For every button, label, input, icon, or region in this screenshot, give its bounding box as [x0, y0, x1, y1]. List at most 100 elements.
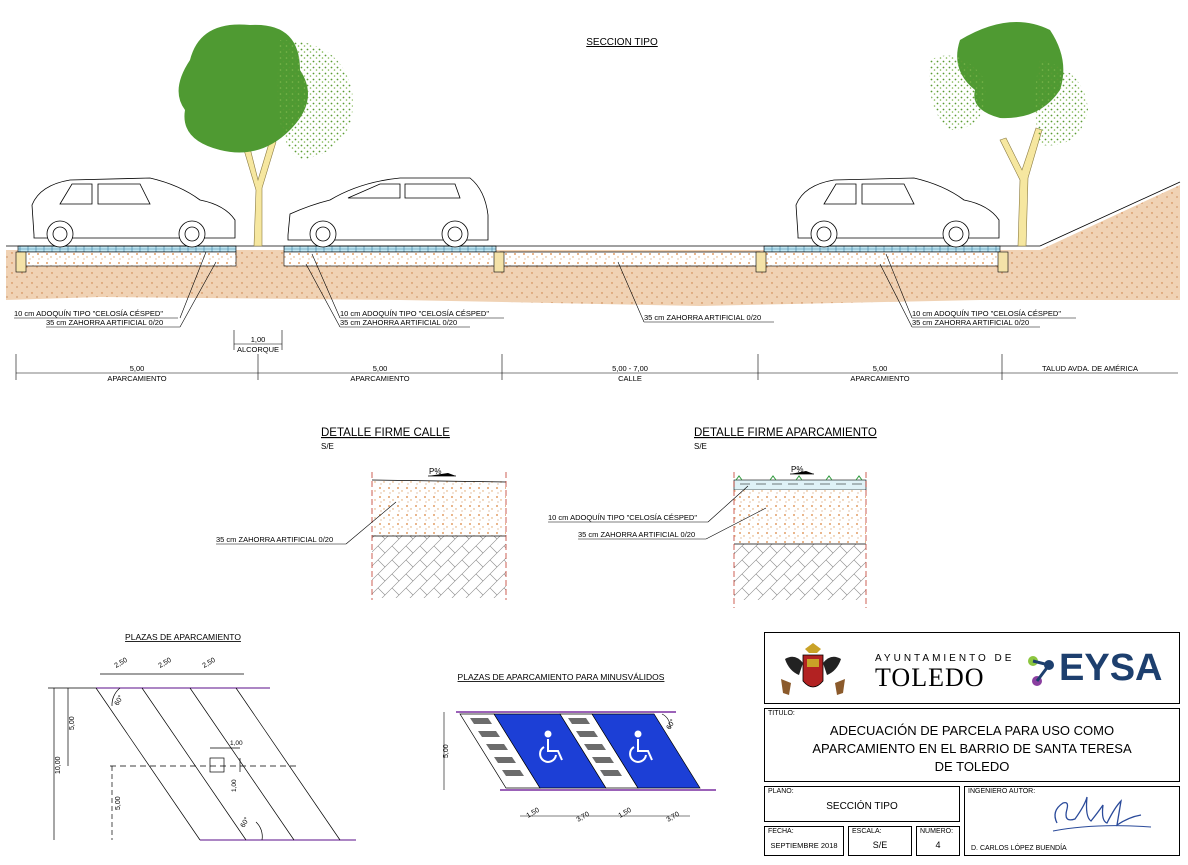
minusvalidos-height: 5,00 — [443, 744, 450, 758]
parking-pavement-right — [763, 245, 1001, 253]
title-block-ingeniero: INGENIERO AUTOR: D. CARLOS LÓPEZ BUENDÍA — [964, 786, 1180, 856]
fecha-value: SEPTIEMBRE 2018 — [770, 841, 838, 850]
callout-left-adoquin: 10 cm ADOQUÍN TIPO "CELOSÍA CÉSPED" — [14, 309, 163, 318]
ingeniero-name: D. CARLOS LÓPEZ BUENDÍA — [971, 845, 1067, 852]
dim-value: 5,00 — [130, 364, 145, 373]
plazas-total: 10,00 — [55, 756, 62, 774]
dim-label: APARCAMIENTO — [850, 374, 909, 383]
plazas-angle-top: 60° — [113, 694, 125, 707]
escala-label: ESCALA: — [852, 828, 882, 835]
ground-slope — [1039, 181, 1181, 247]
titulo-label: TITULO: — [768, 710, 795, 717]
section-dimension-line — [15, 354, 1178, 380]
plazas-drawing — [48, 673, 356, 841]
title-block-escala: ESCALA: S/E — [848, 826, 912, 856]
detail-aparcamiento-title: DETALLE FIRME APARCAMIENTO — [694, 427, 877, 439]
minusvalidos-dim: 3,70 — [576, 811, 591, 824]
section-title: SECCION TIPO — [586, 37, 658, 48]
detail-aparcamiento-zahorra: 35 cm ZAHORRA ARTIFICIAL 0/20 — [578, 530, 695, 539]
plazas-angle-bottom: 60° — [239, 816, 251, 829]
parking-pavement-left — [17, 245, 237, 253]
callout-mid-zahorra: 35 cm ZAHORRA ARTIFICIAL 0/20 — [340, 318, 457, 327]
eysa-logo-icon — [1028, 656, 1054, 686]
toledo-name-top: AYUNTAMIENTO DE — [875, 653, 1015, 664]
dim-label: APARCAMIENTO — [107, 374, 166, 383]
wheelchair-icon — [539, 730, 563, 763]
plazas-width: 2,50 — [114, 657, 129, 670]
plazas-length: 5,00 — [69, 716, 76, 730]
alcorque-dimension — [233, 330, 283, 350]
car — [31, 177, 236, 248]
eysa-wordmark: EYSA — [1059, 647, 1163, 689]
detail-calle-drawing — [216, 472, 507, 600]
plazas-lower: 5,00 — [115, 796, 122, 810]
fecha-label: FECHA: — [768, 828, 794, 835]
titulo-line: APARCAMIENTO EN EL BARRIO DE SANTA TERES… — [812, 741, 1132, 756]
dim-value: 5,00 - 7,00 — [612, 364, 648, 373]
escala-value: S/E — [872, 840, 888, 850]
title-block-numero: NUMERO: 4 — [916, 826, 960, 856]
plazas-width: 2,50 — [158, 657, 173, 670]
detail-calle-scale: S/E — [321, 442, 334, 451]
toledo-name-main: TOLEDO — [875, 663, 985, 692]
tree — [929, 22, 1088, 247]
titulo-line: DE TOLEDO — [934, 759, 1010, 774]
callout-leaders — [14, 251, 1076, 328]
dim-label: TALUD AVDA. DE AMÉRICA — [1042, 364, 1138, 373]
callout-left-zahorra: 35 cm ZAHORRA ARTIFICIAL 0/20 — [46, 318, 163, 327]
curb — [997, 251, 1009, 273]
curb — [15, 251, 27, 273]
plazas-title: PLAZAS DE APARCAMIENTO — [125, 632, 241, 642]
callout-right-adoquin: 10 cm ADOQUÍN TIPO "CELOSÍA CÉSPED" — [912, 309, 1061, 318]
minusvalidos-dim: 3,70 — [666, 811, 681, 824]
plazas-square-w: 1,00 — [230, 740, 243, 747]
title-block-plano: PLANO: SECCIÓN TIPO — [764, 786, 960, 822]
numero-value: 4 — [935, 840, 941, 850]
ingeniero-label: INGENIERO AUTOR: — [968, 788, 1036, 795]
title-block-titulo: TITULO: ADECUACIÓN DE PARCELA PARA USO C… — [764, 708, 1180, 782]
plano-value: SECCIÓN TIPO — [826, 801, 898, 812]
detail-aparcamiento-drawing — [548, 471, 867, 608]
toledo-coat-of-arms-icon — [781, 643, 845, 695]
minusvalidos-title: PLAZAS DE APARCAMIENTO PARA MINUSVÁLIDOS — [458, 672, 665, 682]
detail-aparcamiento-adoquin: 10 cm ADOQUÍN TIPO "CELOSÍA CÉSPED" — [548, 513, 697, 522]
callout-mid-adoquin: 10 cm ADOQUÍN TIPO "CELOSÍA CÉSPED" — [340, 309, 489, 318]
plazas-square-h: 1,00 — [231, 779, 238, 792]
plazas-width: 2,50 — [202, 657, 217, 670]
titulo-line: ADECUACIÓN DE PARCELA PARA USO COMO — [829, 723, 1115, 738]
dim-value: 5,00 — [873, 364, 888, 373]
minusvalidos-drawing — [443, 711, 716, 817]
section-terrain — [6, 185, 1180, 306]
dim-value: 5,00 — [373, 364, 388, 373]
alcorque-label: ALCORQUE — [237, 345, 279, 354]
plano-label: PLANO: — [768, 788, 794, 795]
parking-base-right — [763, 251, 1001, 267]
detail-calle-title: DETALLE FIRME CALLE — [321, 427, 450, 439]
detail-aparcamiento-scale: S/E — [694, 442, 707, 451]
alcorque-value: 1,00 — [251, 335, 266, 344]
curb — [755, 251, 767, 273]
curb — [493, 251, 505, 273]
road-base — [499, 251, 761, 267]
wheelchair-icon — [629, 730, 653, 763]
detail-aparcamiento-slope: P% — [791, 465, 803, 474]
callout-road-zahorra: 35 cm ZAHORRA ARTIFICIAL 0/20 — [644, 313, 761, 322]
parking-base-mid — [283, 251, 497, 267]
signature — [1052, 796, 1152, 832]
car — [287, 177, 489, 248]
tree — [178, 24, 353, 247]
dim-label: CALLE — [618, 374, 642, 383]
callout-right-zahorra: 35 cm ZAHORRA ARTIFICIAL 0/20 — [912, 318, 1029, 327]
title-block-fecha: FECHA: SEPTIEMBRE 2018 — [764, 826, 844, 856]
detail-calle-slope: P% — [429, 467, 441, 476]
minusvalidos-dim: 1,50 — [618, 807, 633, 820]
dim-label: APARCAMIENTO — [350, 374, 409, 383]
parking-pavement-mid — [283, 245, 497, 253]
minusvalidos-angle: 60° — [665, 718, 677, 731]
minusvalidos-dim: 1,50 — [526, 807, 541, 820]
detail-calle-layer: 35 cm ZAHORRA ARTIFICIAL 0/20 — [216, 535, 333, 544]
title-block-logos: AYUNTAMIENTO DE TOLEDO EYSA — [764, 632, 1180, 704]
car — [795, 177, 1000, 248]
